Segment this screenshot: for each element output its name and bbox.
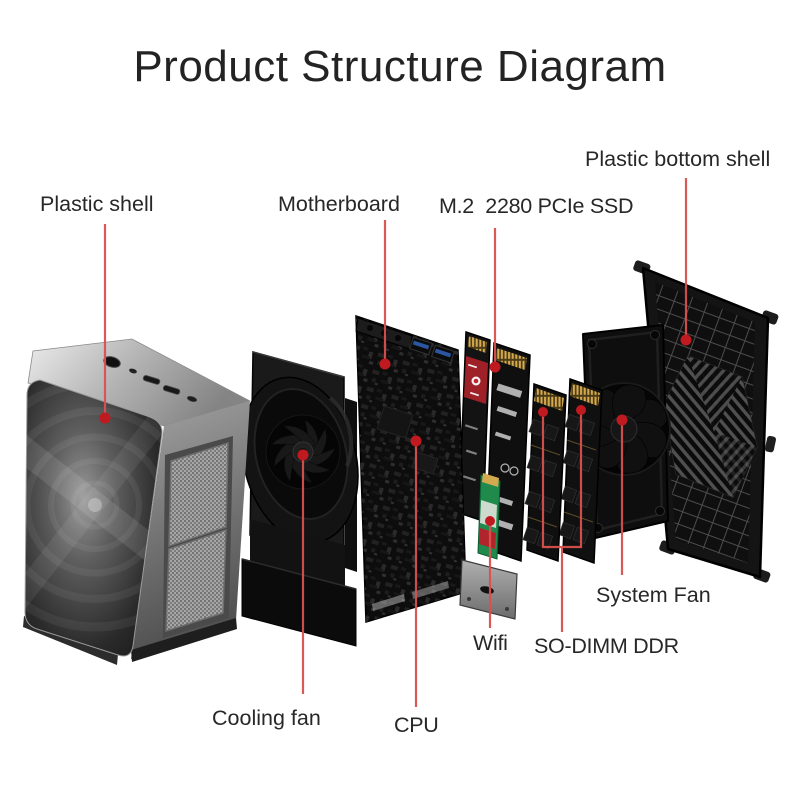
dot-system-fan xyxy=(616,414,628,426)
dot-m2-ssd xyxy=(489,361,501,373)
dot-motherboard xyxy=(379,358,391,370)
dot-plastic-shell xyxy=(99,412,111,424)
label-motherboard: Motherboard xyxy=(278,192,400,216)
label-plastic-bottom-shell: Plastic bottom shell xyxy=(585,147,771,171)
dot-wifi xyxy=(485,516,495,526)
so-dimm-module-2 xyxy=(558,377,603,565)
dot-so-dimm-1 xyxy=(538,407,548,417)
io-bracket xyxy=(459,559,518,620)
plastic-bottom-shell-part xyxy=(633,260,779,583)
label-wifi: Wifi xyxy=(473,631,508,655)
mesh-vent-panel xyxy=(163,436,233,638)
motherboard-part xyxy=(345,314,518,623)
label-so-dimm: SO-DIMM DDR xyxy=(534,634,679,658)
plastic-shell-part xyxy=(23,338,252,665)
label-cooling-fan: Cooling fan xyxy=(212,706,321,730)
dot-plastic-bottom-shell xyxy=(680,334,692,346)
dot-cooling-fan xyxy=(297,449,309,461)
leader-lines xyxy=(103,178,688,707)
usb-ports xyxy=(409,336,455,364)
label-m2-ssd: M.2 2280 PCIe SSD xyxy=(439,194,634,218)
label-system-fan: System Fan xyxy=(596,583,711,607)
dot-so-dimm-2 xyxy=(576,405,586,415)
leader-dots xyxy=(99,334,692,526)
page-title: Product Structure Diagram xyxy=(133,42,667,91)
cooling-fan-part xyxy=(241,351,359,647)
top-ports xyxy=(103,356,198,403)
so-dimm-module-1 xyxy=(522,382,567,563)
label-plastic-shell: Plastic shell xyxy=(40,192,154,216)
label-cpu: CPU xyxy=(394,713,439,737)
dot-cpu xyxy=(410,435,422,447)
